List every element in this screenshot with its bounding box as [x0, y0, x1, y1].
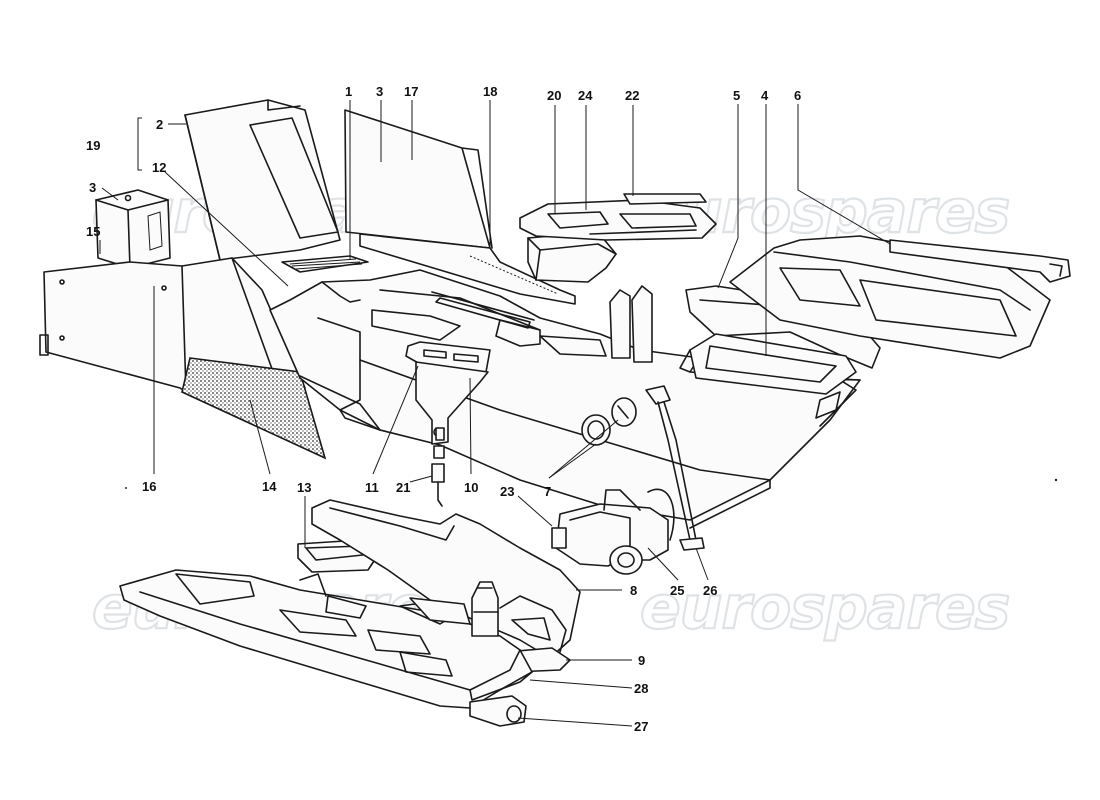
callout-7: 7 [544, 484, 551, 499]
callout-22: 22 [625, 88, 639, 103]
center-console-body [269, 269, 861, 529]
callout-11: 11 [365, 480, 379, 495]
callout-1: 1 [345, 84, 352, 99]
callout-10: 10 [464, 480, 478, 495]
leader-lines [99, 100, 891, 727]
gas-spring-cylinders [609, 285, 653, 363]
callout-28: 28 [634, 681, 648, 696]
callout-24: 24 [578, 88, 593, 103]
callout-9: 9 [638, 653, 645, 668]
stray-dot [1054, 478, 1058, 482]
part-28-lower-plate [119, 569, 533, 709]
callout-8: 8 [630, 583, 637, 598]
callout-19: 19 [86, 138, 100, 153]
callout-16: 16 [142, 479, 156, 494]
callout-5: 5 [733, 88, 740, 103]
part-2-back-panel [184, 99, 341, 261]
lower-belt-buckle [471, 581, 499, 637]
part-23-25-actuator-assembly [551, 488, 675, 575]
part-4-storage-box [689, 333, 857, 395]
part-24-tray-lid [519, 199, 717, 241]
callout-6: 6 [794, 88, 801, 103]
part-8-upper-plate [311, 499, 581, 659]
part-21-switch-assembly [431, 427, 445, 507]
callout-17: 17 [404, 84, 418, 99]
callout-26: 26 [703, 583, 717, 598]
callout-20: 20 [547, 88, 561, 103]
part-14-mesh-grille [181, 357, 327, 460]
part-22-strip [623, 193, 707, 205]
callout-3-left: 3 [89, 180, 96, 195]
callout-14: 14 [262, 479, 277, 494]
callout-labels: 1 3 17 18 20 24 22 5 4 6 2 19 12 3 15 16… [86, 84, 801, 734]
watermark-bottom-right: eurospares [640, 573, 1009, 643]
callout-2: 2 [156, 117, 163, 132]
part-26-seat-belt [645, 385, 705, 551]
callout-25: 25 [670, 583, 684, 598]
part-27-bracket [469, 695, 527, 727]
callout-23: 23 [500, 484, 514, 499]
part-15-side-panel [39, 257, 306, 393]
part-7-round-knobs [581, 397, 637, 446]
callout-12: 12 [152, 160, 166, 175]
callout-13: 13 [297, 480, 311, 495]
callout-21: 21 [396, 480, 410, 495]
stray-dot-2 [125, 487, 127, 489]
part-6-tray [729, 235, 1071, 359]
callout-3-upper: 3 [376, 84, 383, 99]
callout-4: 4 [761, 88, 769, 103]
part-3-control-unit-left [95, 189, 171, 269]
part-1-vent-grille [281, 255, 369, 273]
callout-27: 27 [634, 719, 648, 734]
callout-18: 18 [483, 84, 497, 99]
callout-15: 15 [86, 224, 100, 239]
